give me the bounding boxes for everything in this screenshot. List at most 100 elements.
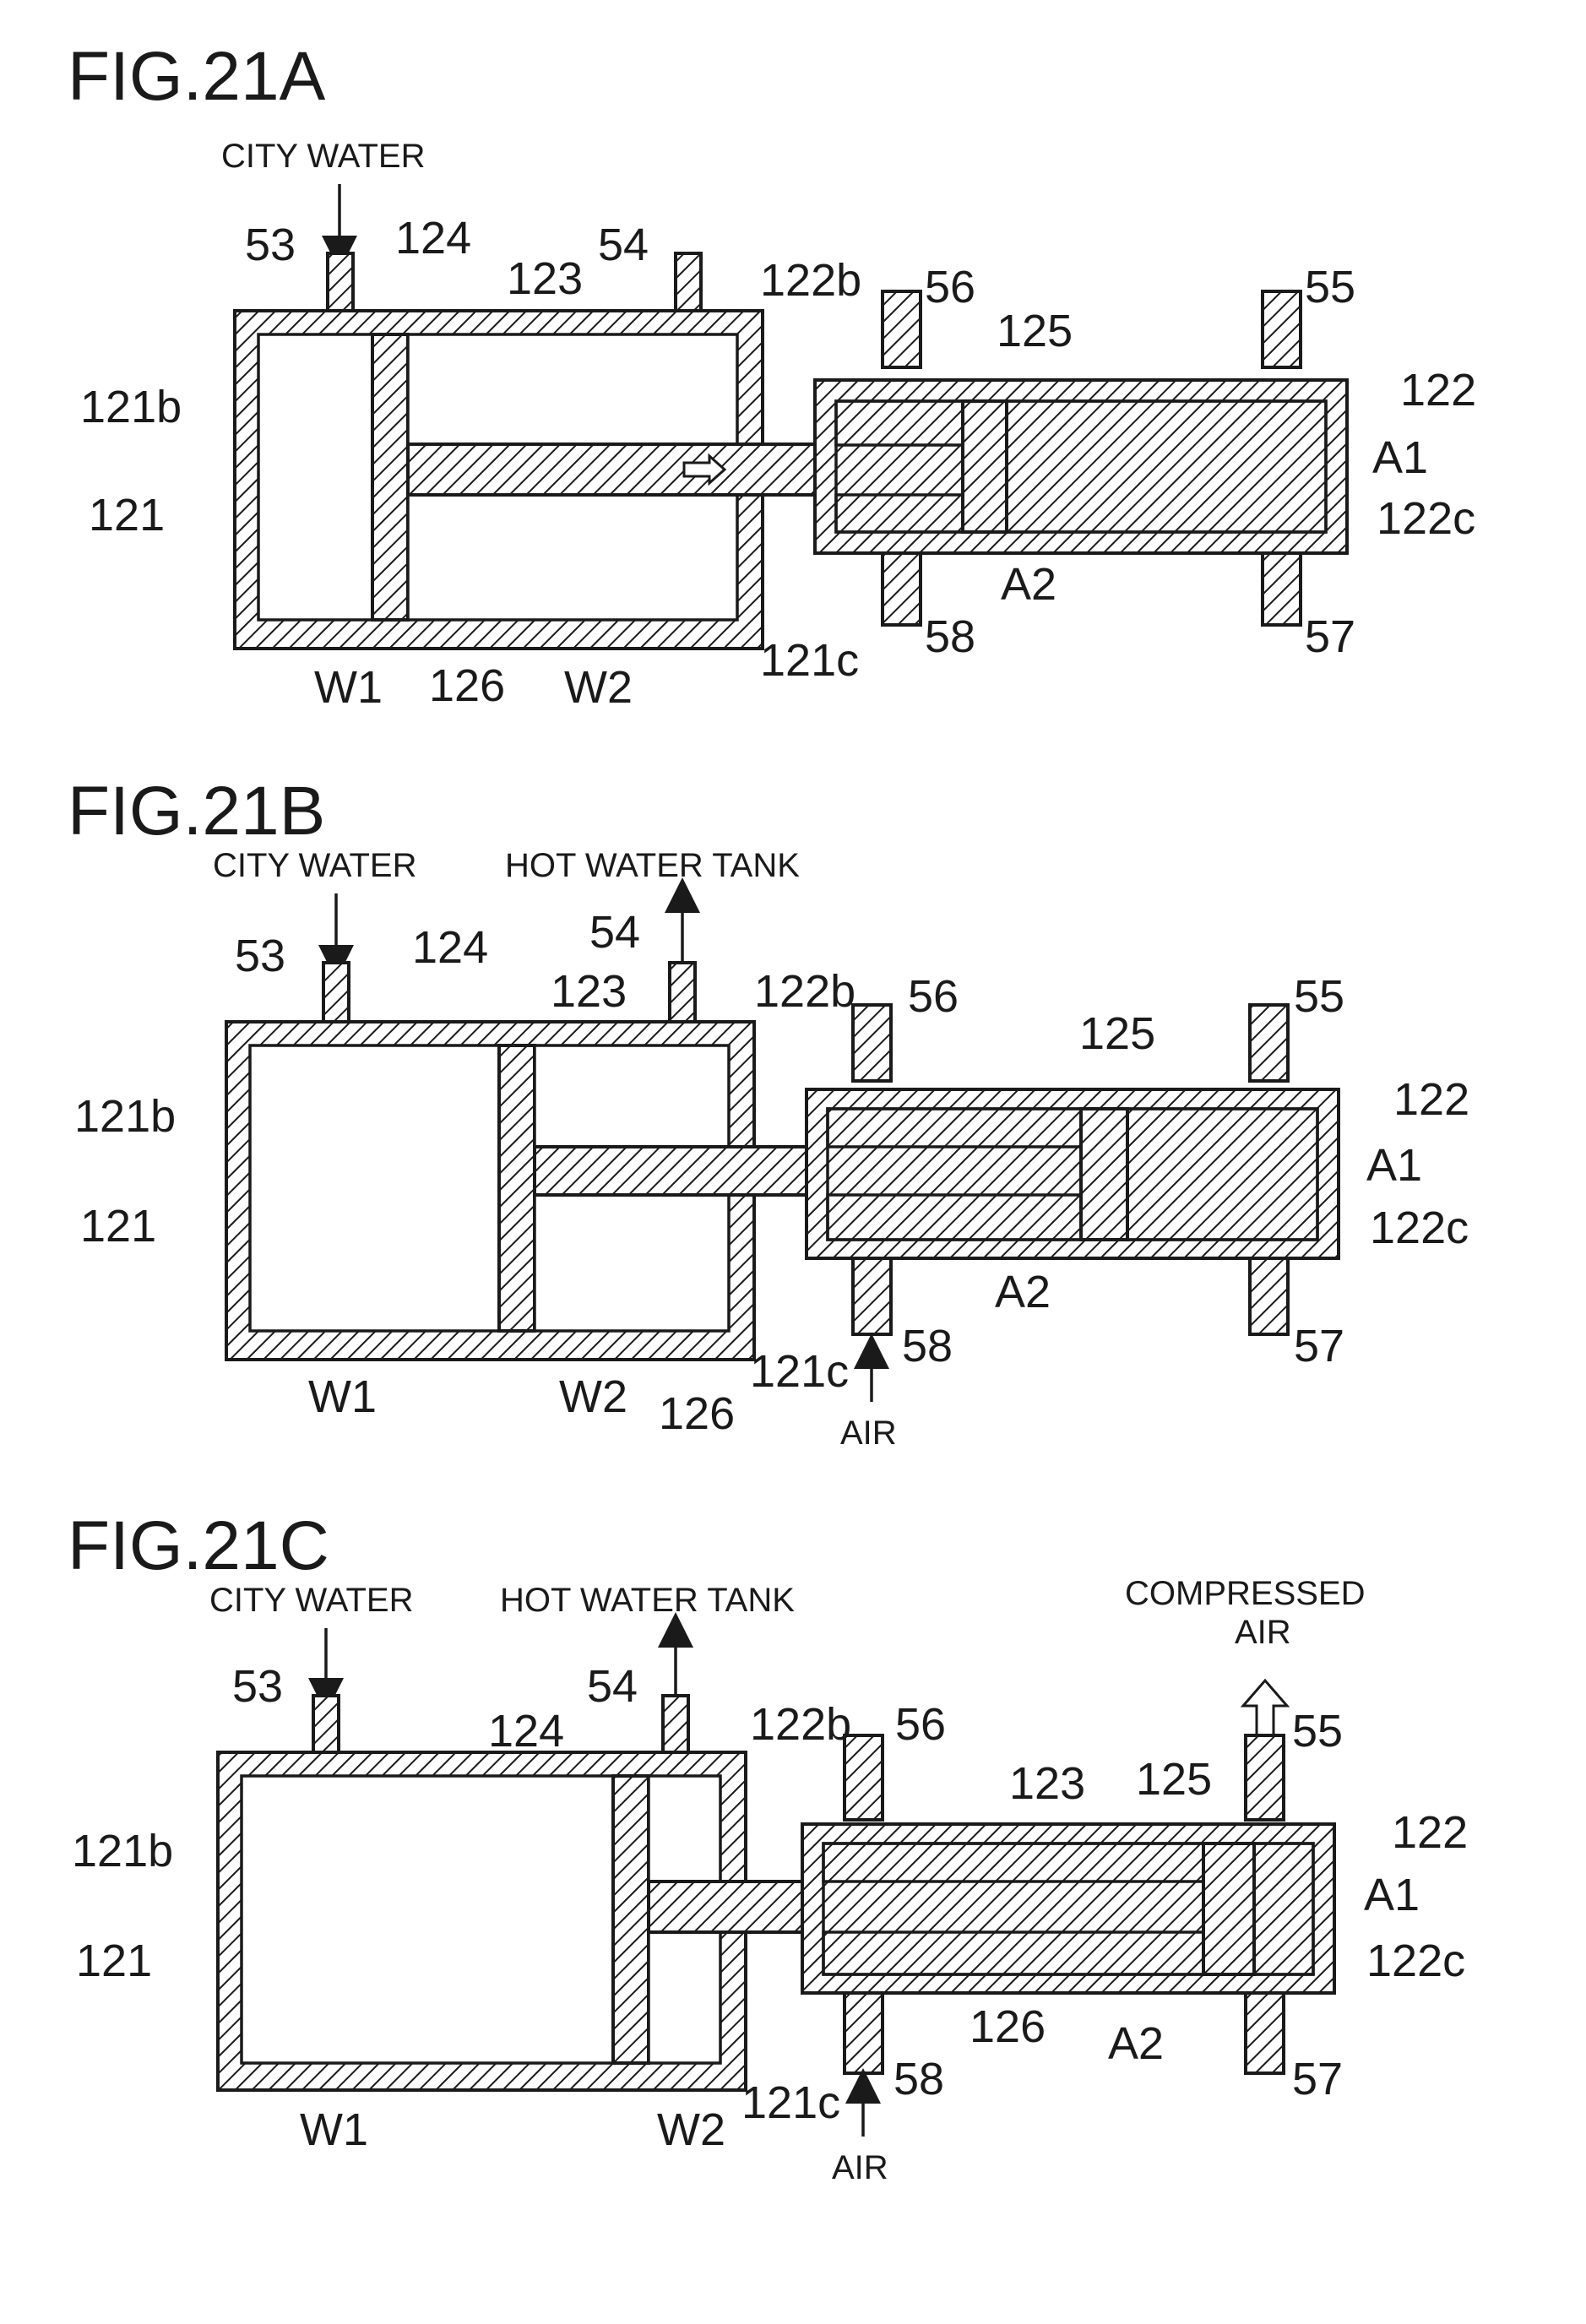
ref-123: 123 [551, 966, 627, 1017]
ref-58: 58 [902, 1321, 953, 1371]
port-56 [883, 291, 921, 367]
city-water-caption: CITY WATER [213, 847, 416, 884]
ref-122: 122 [1393, 1074, 1469, 1125]
outlet-pipe-54 [676, 253, 701, 312]
ref-121: 121 [89, 490, 165, 540]
ref-53: 53 [232, 1661, 283, 1712]
figure-title: FIG.21C [68, 1507, 329, 1584]
ref-57: 57 [1294, 1321, 1344, 1371]
ref-a1: A1 [1366, 1140, 1422, 1191]
air-cylinder-122 [807, 1089, 1339, 1258]
ref-w2: W2 [564, 662, 633, 713]
compressed-caption: COMPRESSED [1125, 1575, 1366, 1612]
ref-57: 57 [1305, 611, 1355, 662]
ref-a1: A1 [1372, 432, 1428, 483]
port-55 [1250, 1005, 1288, 1081]
ref-a2: A2 [1108, 2018, 1164, 2069]
ref-121c: 121c [760, 635, 859, 686]
ref-53: 53 [235, 931, 285, 981]
water-piston-124 [613, 1776, 649, 2063]
figure-21b: FIG.21B CITY WATER HOT WATER TANK 53 124… [68, 773, 1469, 1452]
ref-124: 124 [412, 922, 488, 973]
ref-122c: 122c [1366, 1936, 1465, 1986]
ref-58: 58 [925, 611, 975, 662]
ref-122c: 122c [1377, 493, 1475, 544]
ref-124: 124 [395, 213, 471, 263]
water-chamber-w1 [242, 1776, 613, 2063]
ref-w2: W2 [657, 2104, 725, 2155]
figure-title: FIG.21B [68, 773, 325, 850]
ref-125: 125 [997, 306, 1073, 356]
ref-55: 55 [1294, 971, 1344, 1022]
ref-121b: 121b [72, 1826, 173, 1876]
ref-125: 125 [1079, 1008, 1155, 1059]
ref-126: 126 [970, 2001, 1046, 2052]
air-piston-125 [963, 401, 1007, 532]
ref-122b: 122b [750, 1699, 851, 1750]
ref-56: 56 [895, 1699, 946, 1750]
water-chamber-w2-upper [408, 334, 737, 444]
ref-a2: A2 [995, 1267, 1051, 1317]
ref-w1: W1 [314, 662, 383, 713]
air-piston-125 [1081, 1109, 1127, 1240]
outlet-pipe-54 [663, 1696, 688, 1755]
ref-55: 55 [1305, 262, 1355, 312]
ref-121c: 121c [750, 1346, 849, 1397]
ref-123: 123 [1009, 1758, 1085, 1809]
ref-123: 123 [507, 253, 583, 304]
hot-water-tank-caption: HOT WATER TANK [505, 847, 800, 884]
inlet-pipe-53 [328, 253, 353, 312]
water-chamber-w2-lower [649, 1932, 720, 2063]
air-piston-125 [1203, 1843, 1254, 1974]
figure-21a: FIG.21A CITY WATER 53 124 123 54 122b 56 [68, 38, 1476, 713]
ref-121b: 121b [80, 382, 182, 432]
port-55 [1246, 1735, 1284, 1820]
ref-122: 122 [1400, 365, 1476, 415]
ref-57: 57 [1292, 2054, 1343, 2104]
ref-122b: 122b [760, 255, 861, 306]
ref-122c: 122c [1370, 1203, 1469, 1253]
air-cylinder-122 [815, 380, 1347, 553]
city-water-caption: CITY WATER [209, 1582, 413, 1619]
ref-a2: A2 [1001, 559, 1056, 610]
inlet-pipe-53 [313, 1696, 339, 1755]
water-chamber-w2-upper [649, 1776, 720, 1881]
ref-54: 54 [598, 220, 649, 270]
water-chamber-w2-upper [535, 1045, 729, 1147]
water-piston-124 [499, 1045, 535, 1331]
ref-56: 56 [908, 971, 959, 1022]
figure-title: FIG.21A [68, 38, 326, 115]
ref-a1: A1 [1364, 1870, 1420, 1920]
ref-126: 126 [659, 1388, 735, 1439]
ref-55: 55 [1292, 1706, 1343, 1757]
figure-21c: FIG.21C CITY WATER HOT WATER TANK COMPRE… [68, 1507, 1468, 2186]
ref-54: 54 [589, 907, 640, 958]
port-55 [1263, 291, 1301, 367]
outlet-pipe-54 [670, 963, 695, 1024]
compressed-air-arrow-icon [1243, 1681, 1287, 1740]
ref-121: 121 [76, 1936, 152, 1986]
ref-56: 56 [925, 262, 975, 312]
ref-w1: W1 [300, 2104, 368, 2155]
ref-124: 124 [488, 1706, 564, 1757]
ref-w1: W1 [308, 1371, 377, 1422]
ref-53: 53 [245, 220, 296, 270]
inlet-pipe-53 [323, 963, 349, 1024]
ref-121b: 121b [74, 1091, 176, 1142]
ref-58: 58 [893, 2054, 944, 2104]
ref-121: 121 [80, 1201, 156, 1252]
ref-121c: 121c [741, 2077, 840, 2128]
water-chamber-w2-lower [535, 1195, 729, 1331]
ref-126: 126 [429, 660, 505, 711]
air-caption: AIR [832, 2149, 888, 2186]
port-56 [853, 1005, 891, 1081]
water-chamber-w1 [258, 334, 372, 620]
water-chamber-w2-lower [408, 495, 737, 620]
city-water-caption: CITY WATER [221, 138, 425, 175]
ref-54: 54 [587, 1661, 638, 1712]
ref-122b: 122b [754, 966, 855, 1017]
air-caption: AIR [840, 1414, 897, 1452]
water-chamber-w1 [250, 1045, 499, 1331]
ref-w2: W2 [559, 1371, 627, 1422]
